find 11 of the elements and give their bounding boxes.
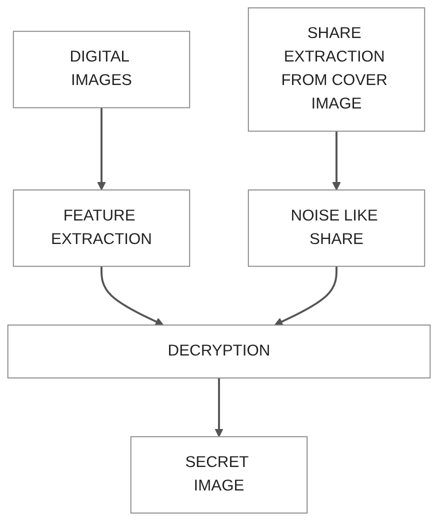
node-box: DECRYPTION <box>7 324 431 378</box>
arrow <box>100 266 164 326</box>
node-box: DIGITAL IMAGES <box>12 30 190 108</box>
node-box: SHARE EXTRACTION FROM COVER IMAGE <box>248 7 426 132</box>
arrow <box>332 131 341 190</box>
arrow <box>274 266 338 326</box>
arrow <box>214 378 224 438</box>
node-box: NOISE LIKE SHARE <box>248 190 426 267</box>
arrow <box>97 108 106 190</box>
node-box: FEATURE EXTRACTION <box>12 190 190 267</box>
node-box: SECRET IMAGE <box>130 436 308 514</box>
